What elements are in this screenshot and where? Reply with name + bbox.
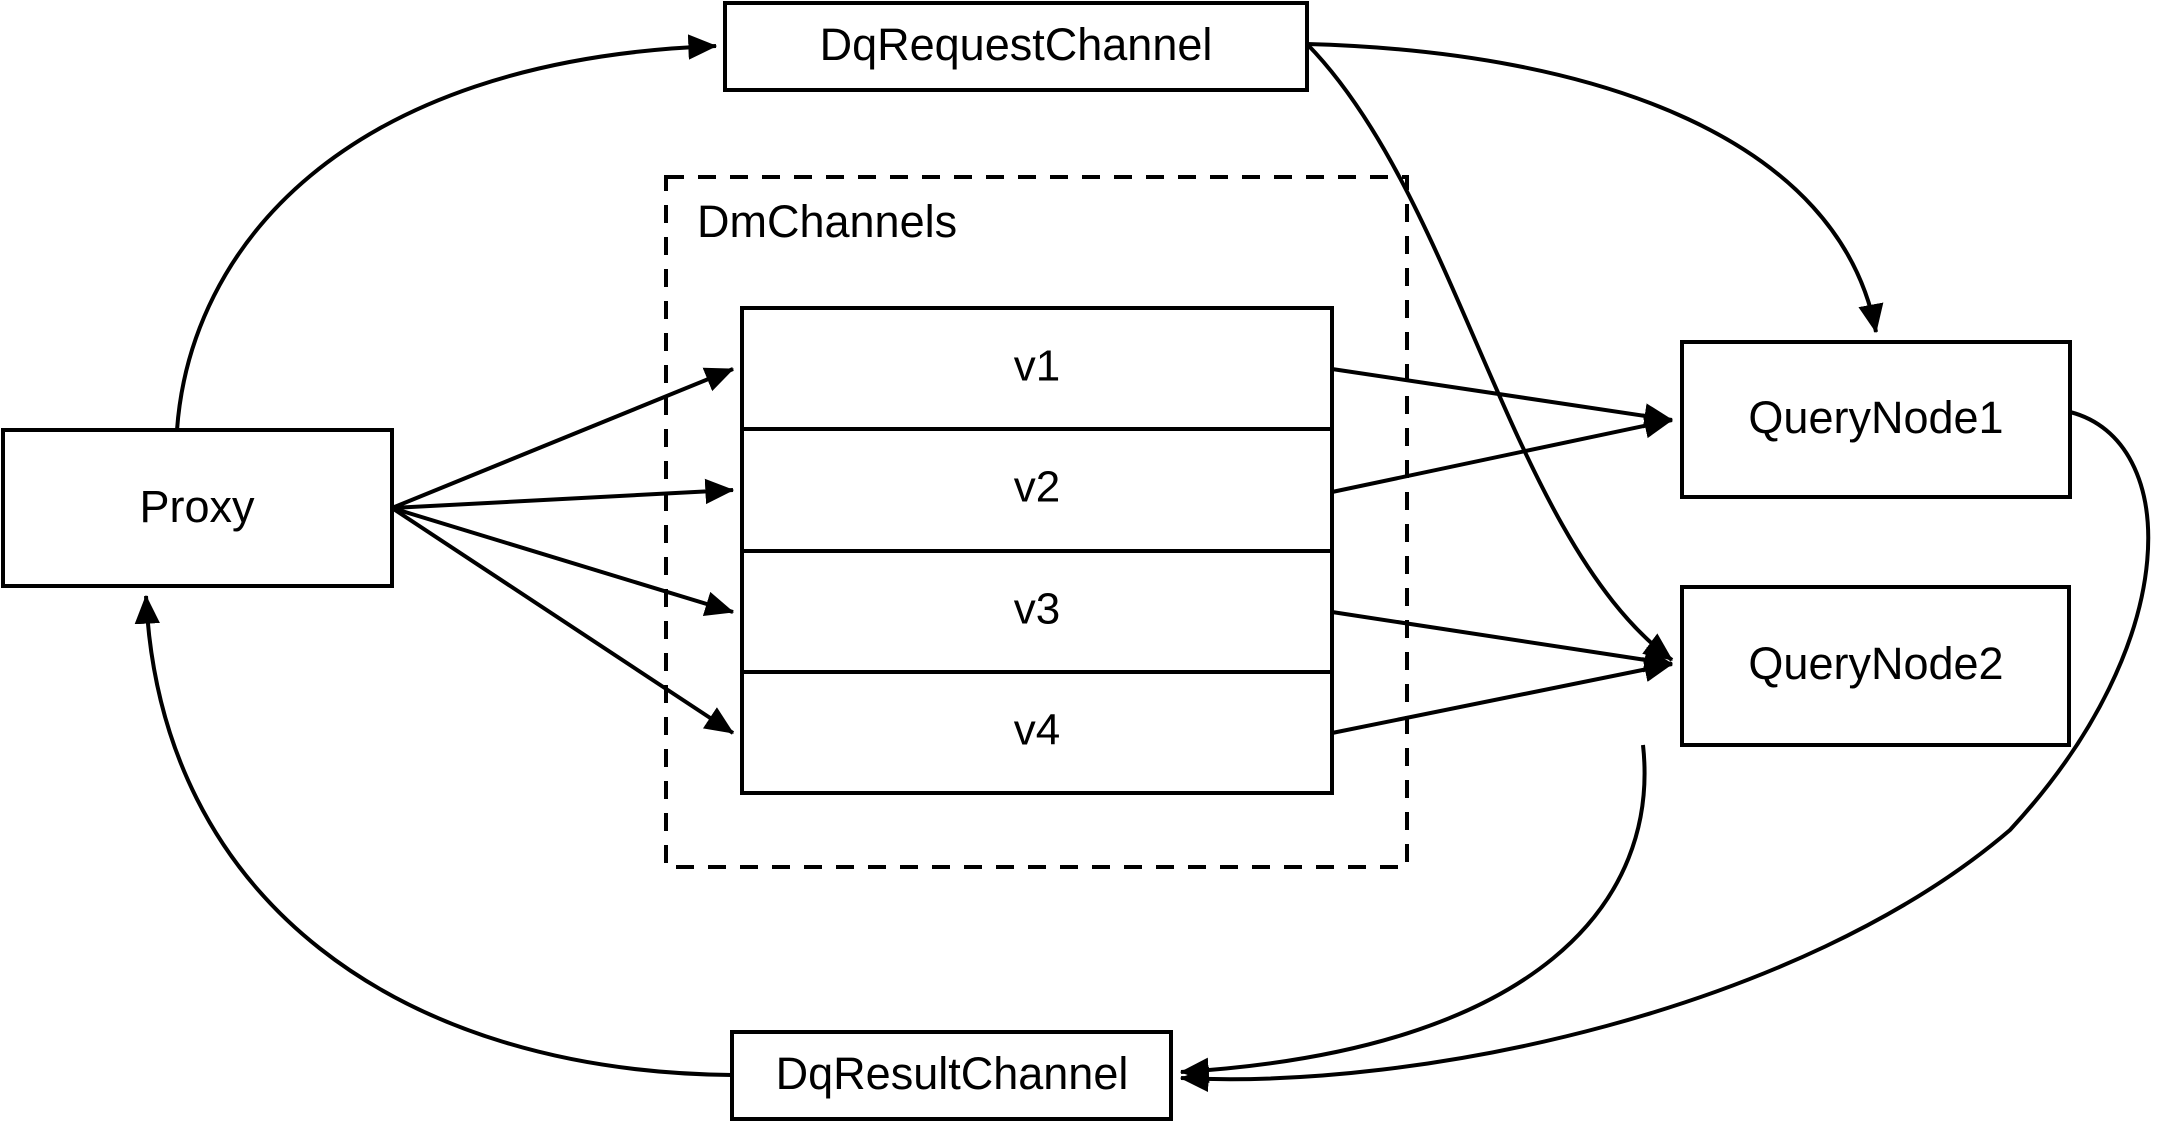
dmchannels-group-box [664, 175, 1409, 869]
node-proxy-box[interactable] [1, 428, 394, 588]
node-querynode1-label: QueryNode1 [1748, 392, 2003, 443]
node-querynode1-box[interactable] [1680, 340, 2072, 499]
edge-querynode2-to-dqresultchannel [1179, 744, 1647, 1083]
edge-dqresultchannel-to-proxy [134, 594, 733, 1077]
node-querynode2-box[interactable] [1680, 585, 2071, 747]
node-dqresultchannel-box[interactable] [730, 1030, 1173, 1121]
vchannel-label-v4: v4 [1014, 706, 1060, 755]
edge-proxy-to-v1 [391, 367, 735, 510]
vchannel-label-v3: v3 [1014, 585, 1060, 634]
vchannel-label-v2: v2 [1014, 463, 1060, 512]
edge-proxy-to-v4 [390, 506, 735, 735]
edge-dqrequestchannel-to-querynode1 [1306, 42, 1884, 334]
edge-v1-to-querynode1 [1331, 367, 1674, 429]
dmchannels-group-label: DmChannels [697, 196, 957, 247]
edge-v3-to-querynode2 [1331, 610, 1674, 673]
edge-v2-to-querynode1 [1331, 413, 1674, 494]
node-dqresultchannel-label: DqResultChannel [776, 1048, 1129, 1099]
node-dqrequestchannel-label: DqRequestChannel [820, 19, 1213, 70]
edge-proxy-to-dqrequestchannel [175, 34, 718, 431]
node-proxy-label: Proxy [139, 481, 255, 532]
vchannel-label-v1: v1 [1014, 342, 1060, 391]
edge-proxy-to-v3 [391, 506, 735, 617]
edge-querynode1-to-dqresultchannel [1179, 410, 2151, 1093]
node-dqrequestchannel-box[interactable] [723, 1, 1309, 92]
edge-v4-to-querynode2 [1331, 657, 1674, 735]
edge-dqrequestchannel-to-querynode2 [1305, 42, 1674, 662]
edge-proxy-to-v2 [391, 478, 735, 510]
node-querynode2-label: QueryNode2 [1748, 638, 2003, 689]
